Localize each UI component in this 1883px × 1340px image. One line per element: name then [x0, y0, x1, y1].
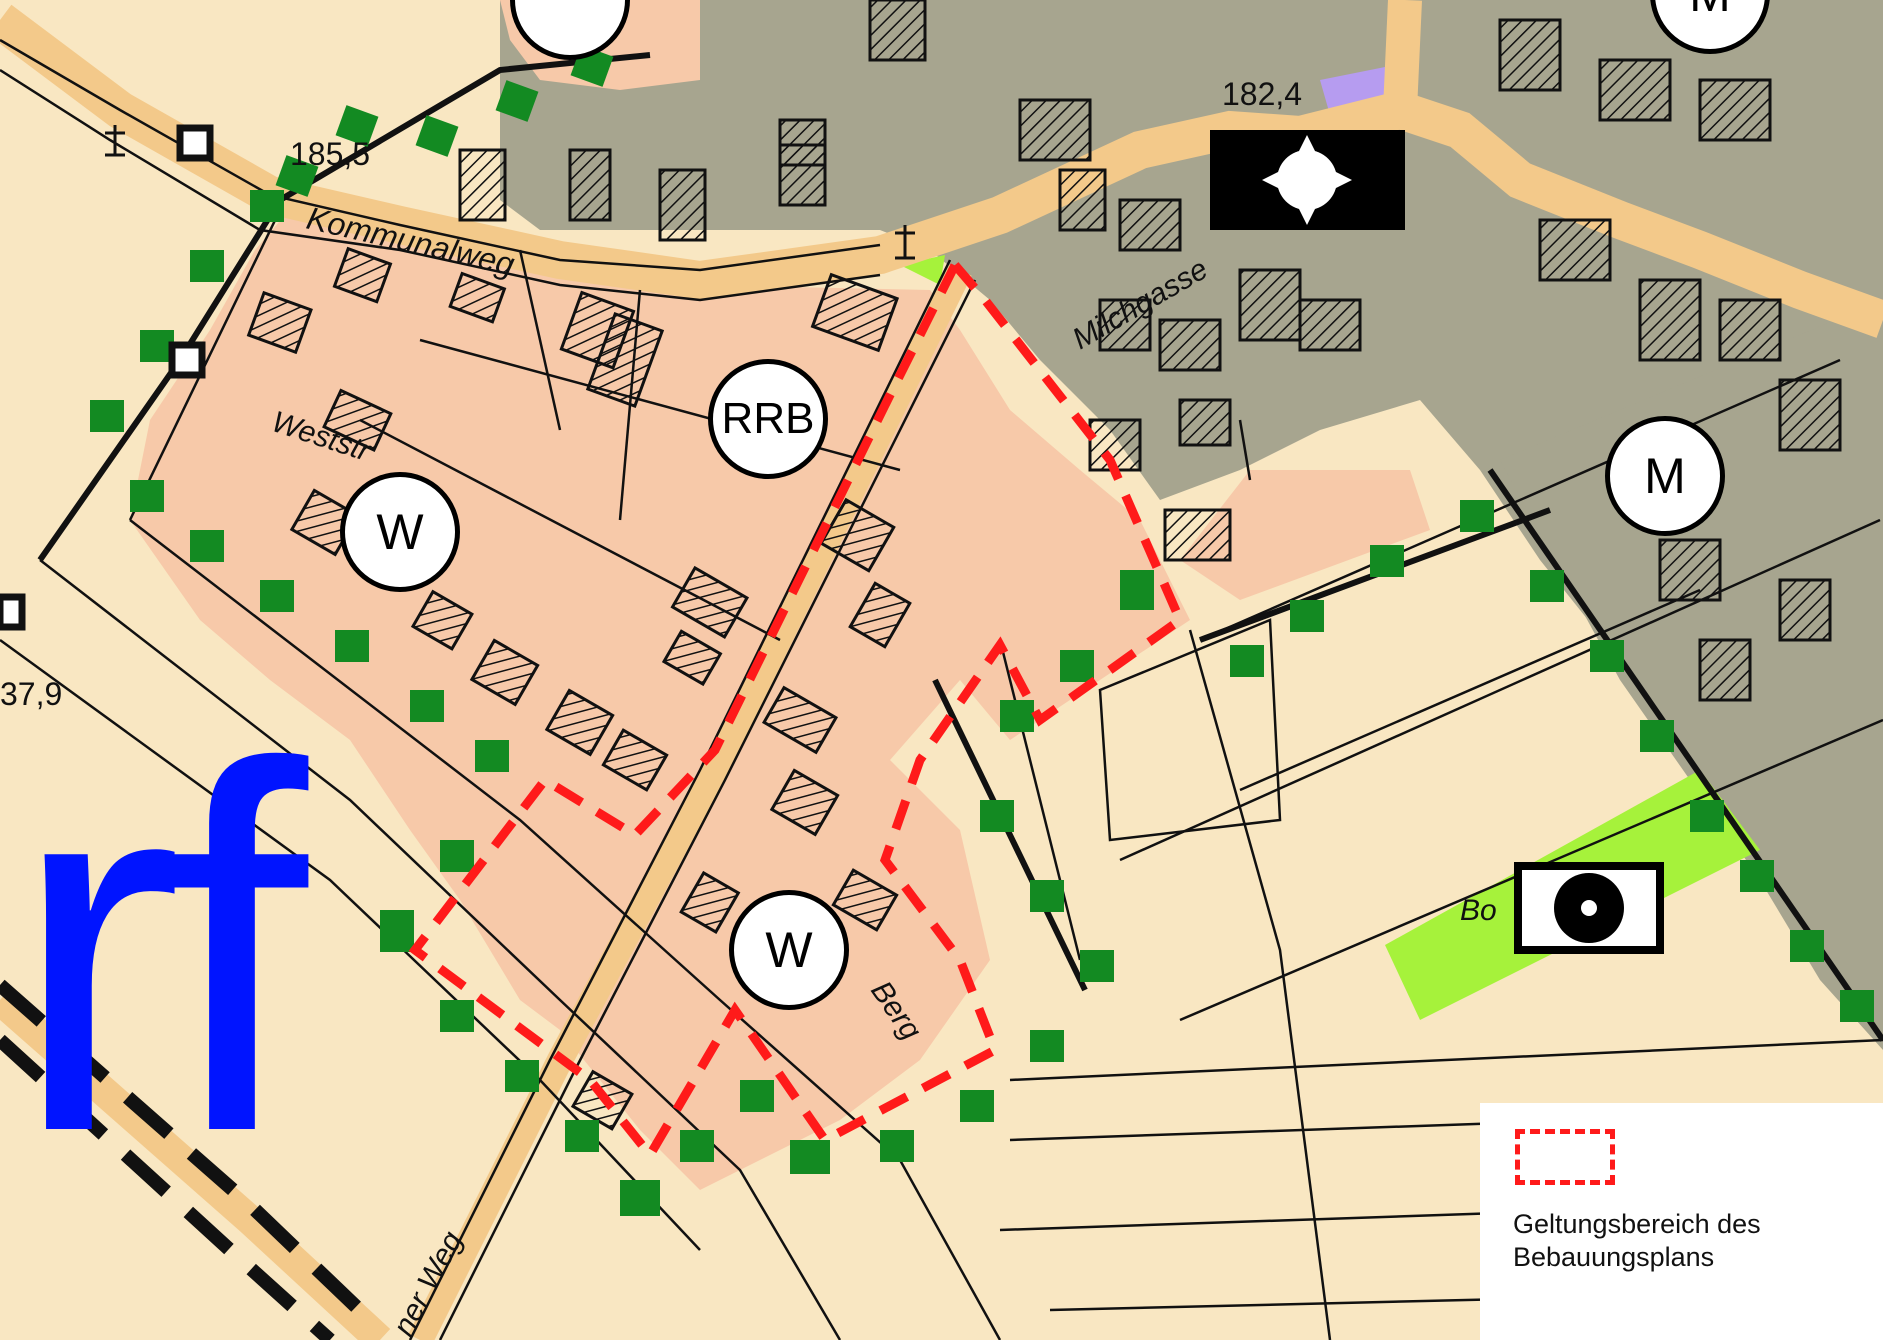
cross-markers — [105, 125, 915, 260]
pumping-station-icon — [1514, 862, 1664, 954]
residential-area-west — [130, 215, 1190, 1190]
buildings — [246, 0, 1842, 1131]
street-name-bo: Bo — [1460, 894, 1497, 927]
legend-boundary-swatch — [1515, 1129, 1615, 1185]
boundary-markers — [0, 124, 214, 631]
zone-label-rrb: RRB — [708, 359, 828, 479]
railway — [0, 979, 375, 1340]
zone-label-w-2: W — [729, 890, 849, 1010]
overlay-letters: rf — [10, 659, 308, 1240]
legend-label: Geltungsbereich des Bebauungsplans — [1513, 1209, 1761, 1272]
mixed-use-area-north — [500, 0, 1883, 1040]
roundabout-symbol-icon — [1210, 130, 1405, 230]
road-sw — [0, 988, 391, 1340]
elevation-label-2: 182,4 — [1222, 76, 1302, 112]
elevation-label-1: 185,5 — [290, 136, 370, 172]
zone-label-w-1: W — [340, 472, 460, 592]
residential-area-east — [1180, 470, 1430, 600]
road-north — [1383, 0, 1422, 111]
tree-row — [90, 45, 1874, 1216]
elevation-label-3: 37,9 — [0, 676, 62, 712]
legend-box: Geltungsbereich des Bebauungsplans — [1480, 1103, 1883, 1340]
mixed-use-area-east — [1500, 300, 1883, 1050]
zone-label-m-1: M — [1605, 416, 1725, 536]
plan-boundary — [408, 256, 1186, 1163]
